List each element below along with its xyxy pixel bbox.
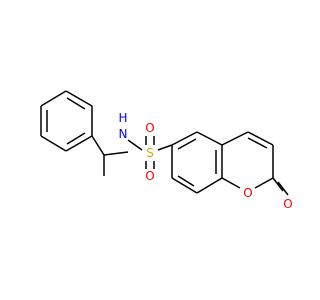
amine-hydrogen-label: H bbox=[118, 111, 127, 125]
bond bbox=[40, 135, 67, 152]
bond bbox=[157, 144, 173, 151]
bond bbox=[177, 175, 195, 187]
bond bbox=[66, 97, 86, 110]
bond bbox=[127, 139, 143, 151]
bond bbox=[247, 137, 268, 149]
bond bbox=[66, 132, 86, 145]
bond bbox=[65, 90, 93, 107]
bond bbox=[221, 131, 249, 146]
phenyl-ring bbox=[40, 90, 93, 152]
bond bbox=[103, 151, 129, 156]
bond bbox=[221, 177, 241, 189]
bond bbox=[65, 135, 93, 152]
coumarin-benzo-ring bbox=[171, 131, 223, 194]
coumarin-pyranone-ring: O O bbox=[221, 131, 293, 211]
nitrogen-atom-label: N bbox=[119, 127, 128, 141]
bond bbox=[196, 131, 223, 146]
molecule-structure-diagram: N H S O O O O bbox=[40, 90, 293, 211]
bond bbox=[177, 138, 197, 150]
ethyl-linker bbox=[91, 135, 129, 176]
bond bbox=[277, 181, 289, 196]
bond bbox=[171, 131, 198, 146]
bond bbox=[247, 131, 274, 146]
ring-oxygen-atom-label: O bbox=[243, 186, 252, 200]
sulfonyl-oxygen-bottom-label: O bbox=[145, 169, 154, 183]
sulfonamide-group: N H S O O bbox=[118, 111, 173, 183]
sulfonyl-oxygen-top-label: O bbox=[145, 121, 154, 135]
bond bbox=[40, 90, 67, 107]
bond bbox=[171, 177, 198, 194]
sulfur-atom-label: S bbox=[146, 146, 154, 160]
carbonyl-oxygen-atom-label: O bbox=[283, 197, 292, 211]
bond bbox=[196, 177, 223, 194]
bond bbox=[91, 135, 105, 156]
bond bbox=[254, 177, 274, 189]
bond bbox=[272, 177, 284, 192]
